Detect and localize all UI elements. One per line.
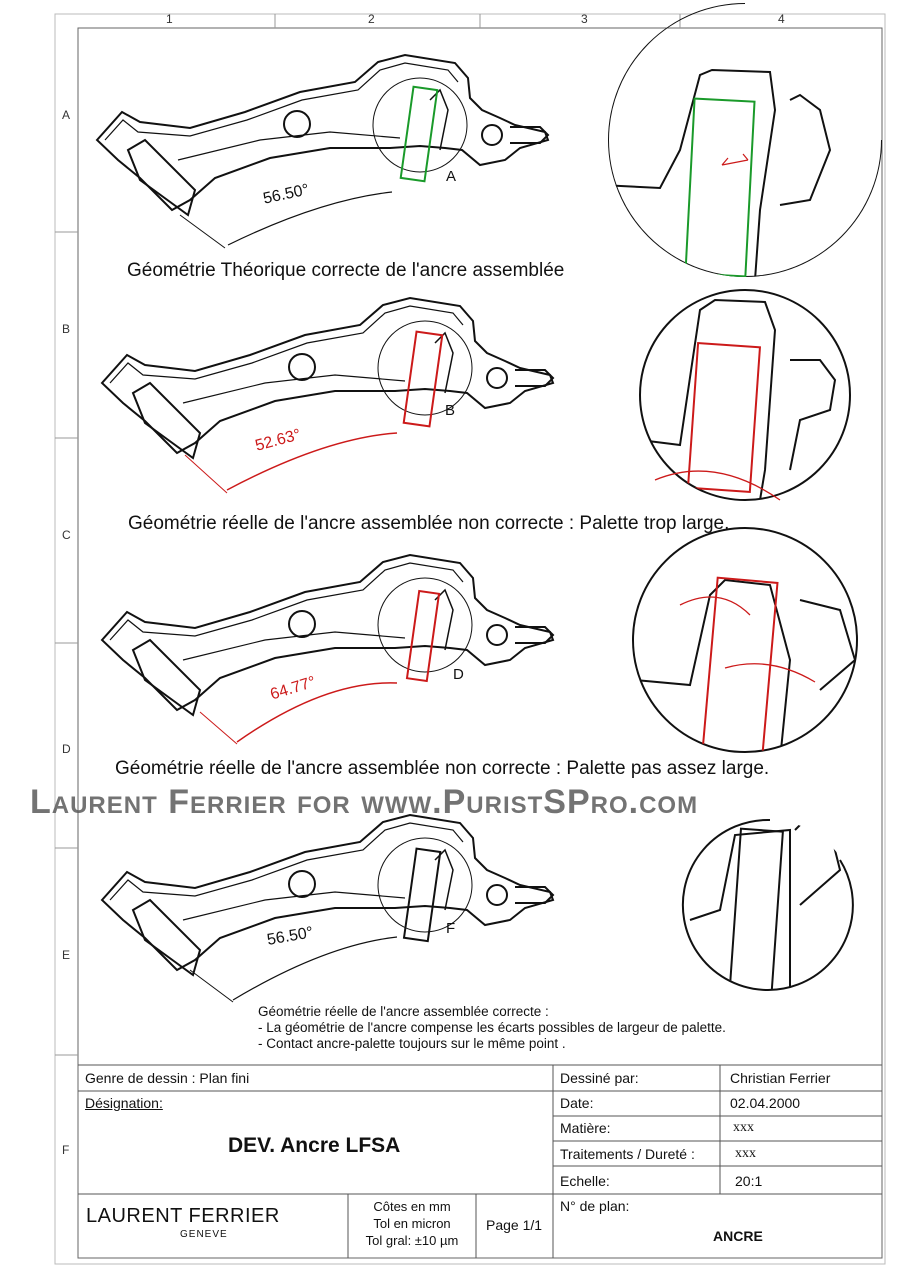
row-label: E — [62, 948, 71, 962]
dimension-note: Tol en micron — [373, 1216, 451, 1231]
scale-label: Echelle: — [560, 1173, 610, 1189]
caption-line: - La géométrie de l'ancre compense les é… — [258, 1020, 726, 1035]
drawing-type: Genre de dessin : Plan fini — [85, 1070, 250, 1086]
plan-number-label: N° de plan: — [560, 1198, 630, 1214]
designation-value: DEV. Ancre LFSA — [228, 1134, 401, 1157]
column-label: 1 — [166, 12, 173, 26]
column-label: 2 — [368, 12, 375, 26]
caption-view-f: Géométrie réelle de l'ancre assemblée co… — [258, 1004, 726, 1052]
dimension-note: Côtes en mm — [373, 1199, 451, 1214]
column-label: 4 — [778, 12, 785, 26]
drawn-by-label: Dessiné par: — [560, 1070, 639, 1086]
row-label: F — [62, 1143, 70, 1157]
caption-view-d: Géométrie réelle de l'ancre assemblée no… — [115, 758, 770, 779]
caption-line: Géométrie réelle de l'ancre assemblée co… — [258, 1004, 549, 1019]
detail-view-b — [639, 289, 851, 501]
dimension-note: Tol gral: ±10 µm — [365, 1233, 459, 1248]
designation-label: Désignation: — [85, 1095, 163, 1111]
material-label: Matière: — [560, 1120, 611, 1136]
detail-view-d — [632, 527, 858, 753]
company-logo-sub: GENEVE — [180, 1229, 228, 1240]
row-label: C — [62, 528, 71, 542]
column-label: 3 — [581, 12, 588, 26]
date-value: 02.04.2000 — [730, 1095, 801, 1111]
company-logo: LAURENT FERRIER — [86, 1205, 280, 1227]
anchor-view-b — [101, 297, 554, 494]
detail-view-a — [608, 3, 882, 277]
plan-number-value: ANCRE — [713, 1228, 763, 1244]
row-label: B — [62, 322, 71, 336]
row-label: D — [62, 742, 71, 756]
detail-view-f — [681, 818, 854, 991]
detail-label: F — [446, 920, 456, 937]
anchor-view-f — [101, 814, 554, 1003]
treatment-value: xxx — [735, 1146, 756, 1161]
material-value: xxx — [733, 1120, 754, 1135]
caption-view-b: Géométrie réelle de l'ancre assemblée no… — [128, 513, 730, 534]
dimension-notes: Côtes en mm Tol en micron Tol gral: ±10 … — [348, 1198, 476, 1249]
caption-view-a: Géométrie Théorique correcte de l'ancre … — [127, 260, 565, 281]
detail-label: B — [445, 402, 456, 419]
row-label: A — [62, 108, 71, 122]
date-label: Date: — [560, 1095, 594, 1111]
detail-label: A — [446, 168, 457, 185]
anchor-view-d — [101, 554, 554, 745]
page-number: Page 1/1 — [486, 1217, 543, 1233]
treatment-label: Traitements / Dureté : — [560, 1146, 695, 1162]
scale-value: 20:1 — [735, 1173, 763, 1189]
detail-label: D — [453, 666, 464, 683]
anchor-view-a — [96, 54, 549, 249]
watermark: Laurent Ferrier for www.PuristSPro.com — [30, 783, 699, 821]
caption-line: - Contact ancre-palette toujours sur le … — [258, 1036, 566, 1051]
drawn-by-value: Christian Ferrier — [730, 1070, 831, 1086]
drawing-frame — [54, 13, 886, 1265]
title-block-grid — [78, 1064, 882, 1258]
